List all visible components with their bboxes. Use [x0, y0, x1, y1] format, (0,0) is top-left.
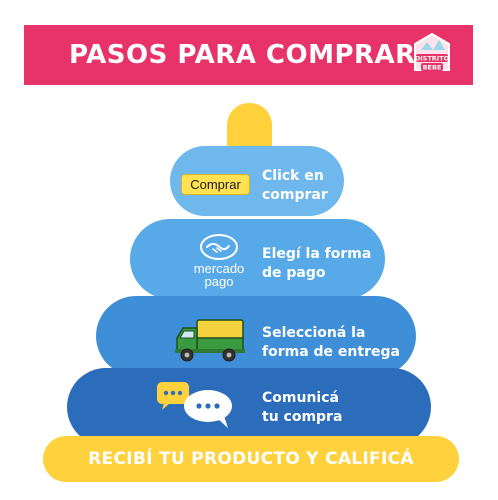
logo-text-bottom: BEBE: [423, 64, 442, 72]
mercado-pago-line-1: mercado: [193, 261, 245, 276]
step-4-line-2: tu compra: [262, 409, 343, 425]
step-1-text: Click en comprar: [262, 167, 328, 205]
step-2-line-1: Elegí la forma: [262, 246, 372, 262]
mercado-pago-logo: mercado pago: [183, 262, 255, 288]
distrito-bebe-logo: DISTRITO BEBE: [414, 32, 450, 72]
chat-bubbles-icon: [157, 382, 232, 428]
title-banner: PASOS PARA COMPRAR DISTRITO BEBE: [24, 25, 473, 85]
step-4-line-1: Comunicá: [262, 390, 339, 406]
step-4-text: Comunicá tu compra: [262, 389, 342, 427]
handshake-icon: [200, 234, 238, 260]
page-title: PASOS PARA COMPRAR: [69, 40, 416, 70]
step-3-text: Seleccioná la forma de entrega: [262, 324, 400, 362]
step-ring-4: [67, 368, 431, 446]
logo-text-top: DISTRITO: [415, 55, 450, 63]
step-1-line-1: Click en: [262, 168, 324, 184]
step-ring-2: [130, 219, 385, 299]
truck-icon: [175, 319, 245, 362]
step-ring-3: [96, 296, 416, 376]
comprar-button[interactable]: Comprar: [181, 174, 250, 195]
final-step-text: RECIBÍ TU PRODUCTO Y CALIFICÁ: [88, 449, 414, 469]
mercado-pago-line-2: pago: [204, 274, 234, 289]
final-step-bar: RECIBÍ TU PRODUCTO Y CALIFICÁ: [43, 436, 459, 482]
step-3-line-1: Seleccioná la: [262, 325, 366, 341]
step-1-line-2: comprar: [262, 187, 328, 203]
step-2-line-2: de pago: [262, 265, 326, 281]
step-2-text: Elegí la forma de pago: [262, 245, 371, 283]
step-3-line-2: forma de entrega: [262, 344, 400, 360]
